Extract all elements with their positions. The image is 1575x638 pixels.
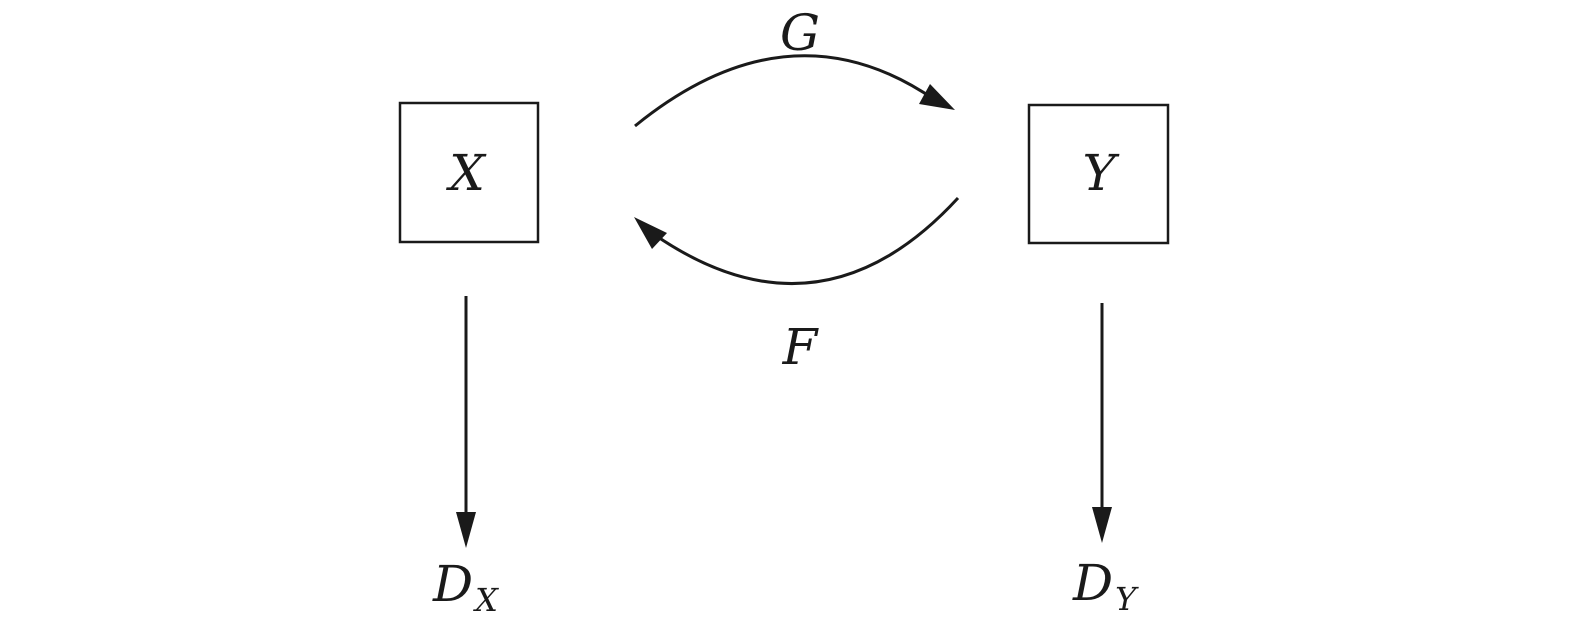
- edge-g: G: [634, 4, 955, 128]
- node-y-box: [1027, 103, 1170, 245]
- edge-g-arc: [634, 54, 936, 128]
- node-dy-main: D: [1072, 554, 1113, 612]
- edge-y-to-dy: [1092, 303, 1112, 543]
- node-y: Y: [1027, 103, 1170, 245]
- edge-x-to-dx: [456, 296, 476, 548]
- edge-f-arrowhead: [634, 217, 667, 249]
- node-x: X: [398, 101, 540, 244]
- node-dy-subscript: Y: [1115, 580, 1139, 618]
- node-x-label: X: [445, 144, 487, 202]
- node-x-box: [398, 101, 540, 244]
- node-dx-label: DX: [432, 555, 499, 619]
- edge-g-arrowhead: [919, 84, 955, 110]
- edge-f-label: F: [782, 318, 820, 376]
- edge-y-to-dy-arrowhead: [1092, 507, 1112, 543]
- edge-g-label: G: [780, 4, 820, 62]
- node-y-label: Y: [1082, 144, 1119, 202]
- node-dy-label: DY: [1072, 554, 1139, 618]
- edge-f: F: [634, 196, 960, 376]
- node-dx-main: D: [432, 555, 473, 613]
- node-dx-subscript: X: [472, 581, 499, 619]
- edge-x-to-dx-arrowhead: [456, 512, 476, 548]
- edge-f-arc: [654, 196, 960, 285]
